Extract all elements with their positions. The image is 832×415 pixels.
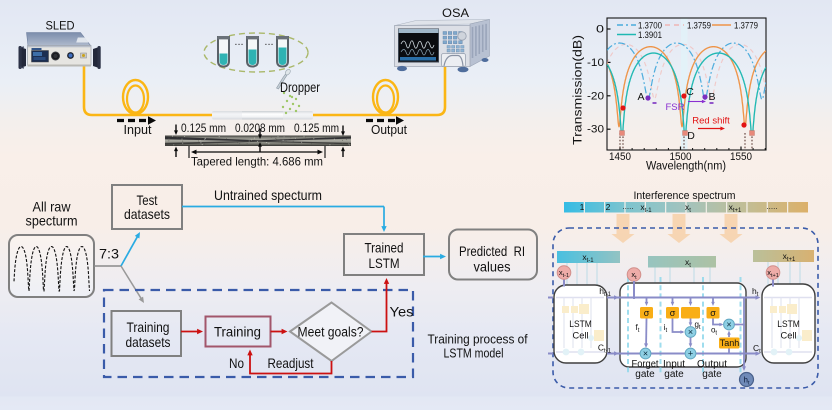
svg-text:0.125 mm: 0.125 mm (181, 123, 226, 135)
svg-text:1550: 1550 (730, 151, 752, 163)
svg-text:specturm: specturm (26, 213, 78, 229)
svg-text:...: ... (234, 36, 243, 48)
svg-text:2: 2 (606, 202, 611, 212)
svg-text:1450: 1450 (609, 151, 631, 163)
svg-text:LSTM: LSTM (777, 319, 800, 330)
svg-text:0: 0 (596, 24, 604, 36)
svg-text:FSR: FSR (666, 102, 685, 113)
svg-text:σ: σ (710, 308, 716, 318)
svg-text:OSA: OSA (442, 6, 469, 20)
svg-text:datasets: datasets (124, 206, 170, 222)
svg-text:Training: Training (214, 324, 261, 340)
svg-text:-20: -20 (587, 90, 604, 102)
svg-text:Tapered length: 4.686 mm: Tapered length: 4.686 mm (191, 155, 323, 169)
svg-text:Meet goals?: Meet goals? (298, 325, 364, 340)
svg-text:0.0208 mm: 0.0208 mm (235, 123, 285, 135)
svg-text:D: D (687, 130, 695, 142)
svg-text:0.125 mm: 0.125 mm (294, 123, 339, 135)
svg-text:1.3759: 1.3759 (687, 21, 711, 32)
svg-text:No: No (229, 356, 244, 371)
svg-text:+: + (688, 349, 693, 359)
svg-text:C: C (686, 86, 694, 98)
svg-text:-10: -10 (587, 57, 604, 69)
svg-text:Readjust: Readjust (268, 355, 314, 371)
svg-text:gate: gate (664, 369, 684, 380)
svg-text:Training process of: Training process of (428, 333, 528, 347)
svg-text:Cell: Cell (781, 331, 797, 342)
svg-text:Transmission(dB): Transmission(dB) (573, 35, 585, 145)
svg-text:σ: σ (644, 308, 650, 318)
svg-text:Cell: Cell (573, 331, 589, 342)
svg-text:LSTM model: LSTM model (444, 347, 504, 361)
svg-text:.....: ..... (622, 202, 633, 211)
svg-text:σ: σ (670, 308, 676, 318)
svg-text:gate: gate (702, 369, 722, 380)
svg-text:SLED: SLED (46, 19, 75, 33)
svg-text:1: 1 (580, 202, 585, 212)
svg-text:LSTM: LSTM (569, 319, 592, 330)
svg-text:A: A (637, 91, 644, 103)
svg-text:Tanh: Tanh (720, 338, 740, 348)
svg-text:B: B (708, 91, 715, 103)
svg-text:Yes: Yes (390, 305, 414, 320)
svg-text:Trained: Trained (365, 240, 404, 256)
svg-text:gate: gate (635, 369, 655, 380)
svg-text:Wavelength(nm): Wavelength(nm) (646, 161, 726, 173)
svg-text:×: × (643, 349, 648, 359)
svg-text:×: × (688, 327, 693, 337)
svg-text:...: ... (264, 36, 273, 48)
svg-text:datasets: datasets (126, 334, 171, 350)
svg-text:values: values (474, 259, 511, 275)
svg-text:Input: Input (124, 123, 153, 137)
svg-text:×: × (726, 320, 731, 330)
svg-text:7:3: 7:3 (99, 246, 119, 262)
svg-text:-30: -30 (587, 124, 604, 136)
svg-text:Red shift: Red shift (692, 116, 730, 127)
svg-text:LSTM: LSTM (369, 255, 400, 271)
svg-text:Output: Output (371, 123, 407, 137)
svg-text:Untrained specturm: Untrained specturm (214, 187, 322, 203)
svg-text:Training: Training (127, 319, 170, 335)
svg-text:Dropper: Dropper (280, 80, 320, 95)
svg-text:Predicted RI: Predicted RI (459, 243, 525, 259)
svg-text:Interference spectrum: Interference spectrum (634, 190, 736, 202)
svg-text:1.3779: 1.3779 (734, 21, 758, 32)
svg-text:1.3901: 1.3901 (638, 30, 662, 41)
svg-text:.....: ..... (766, 202, 777, 211)
